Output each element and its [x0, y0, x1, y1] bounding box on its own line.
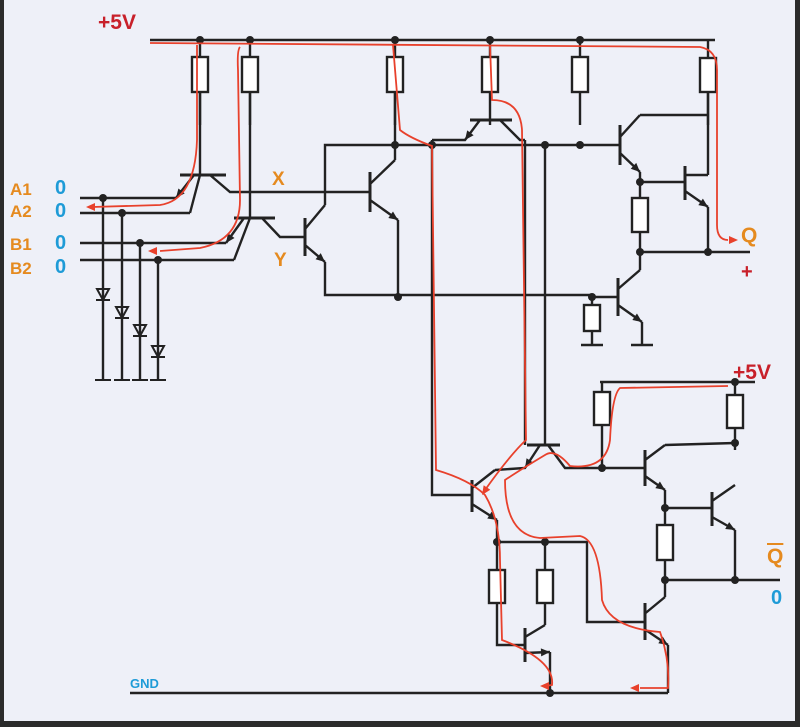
input-a1-label: A1	[10, 180, 32, 199]
current-arrow	[729, 236, 738, 244]
current-arrow	[630, 684, 639, 692]
current-arrow	[86, 203, 95, 211]
wire	[261, 217, 305, 239]
output-q-label: Q	[741, 224, 758, 247]
emitter-arrow	[388, 211, 398, 220]
current-path	[484, 44, 527, 491]
emitter-arrow	[540, 648, 550, 657]
emitter-arrow	[725, 522, 735, 530]
node-y-label: Y	[274, 250, 287, 271]
current-arrow	[482, 485, 491, 495]
junction-dot	[541, 141, 549, 149]
diode	[114, 306, 130, 321]
wire	[232, 217, 252, 261]
resistor	[698, 56, 718, 94]
input-a2-value: 0	[55, 200, 67, 222]
resistor	[725, 393, 745, 430]
resistor	[592, 390, 612, 427]
emitter-arrow	[632, 313, 642, 322]
input-b2-value: 0	[55, 256, 67, 278]
junction-dot	[576, 141, 584, 149]
resistor	[190, 55, 210, 94]
current-arrow	[148, 247, 157, 255]
input-b1-value: 0	[55, 232, 67, 254]
output-q-bar-label: Q	[767, 545, 784, 568]
wire	[499, 119, 525, 142]
wire	[497, 540, 645, 624]
resistor	[582, 303, 602, 333]
emitter-arrow	[698, 198, 708, 207]
input-a2-label: A2	[10, 202, 32, 221]
wire	[644, 596, 666, 615]
emitter-arrow	[226, 233, 235, 243]
frame-right	[795, 0, 800, 727]
resistor	[240, 55, 260, 94]
supply-top-label: +5V	[98, 11, 136, 34]
current-path	[392, 44, 553, 687]
resistor	[570, 55, 590, 94]
wire	[471, 469, 496, 489]
wire	[304, 204, 326, 230]
current-path	[504, 385, 729, 689]
wire	[323, 262, 590, 297]
ground-label: GND	[130, 676, 159, 691]
current-path	[149, 42, 729, 241]
frame-left	[0, 0, 4, 727]
node-x-label: X	[272, 169, 285, 190]
emitter-arrow	[655, 481, 665, 490]
wire	[644, 444, 666, 461]
current-path	[159, 46, 241, 252]
diode	[95, 288, 111, 303]
resistor	[655, 523, 675, 562]
resistor	[487, 568, 507, 605]
wire	[369, 159, 396, 185]
emitter-arrow	[176, 188, 185, 198]
wire	[209, 174, 370, 194]
input-b2-label: B2	[10, 259, 32, 278]
supply-bottom-label: +5V	[733, 361, 771, 384]
wire	[524, 623, 546, 639]
frame-bottom	[0, 721, 800, 727]
emitter-arrow	[315, 253, 325, 262]
wire	[711, 484, 736, 502]
output-q-bar-value: 0	[771, 587, 783, 609]
wire	[188, 174, 202, 214]
input-b1-label: B1	[10, 235, 32, 254]
wire	[617, 269, 641, 290]
wire	[432, 119, 481, 142]
wire	[664, 441, 736, 447]
current-path	[91, 45, 198, 208]
output-q-polarity: +	[741, 261, 753, 283]
emitter-arrow	[465, 130, 474, 140]
wire	[430, 140, 472, 497]
diode	[150, 345, 166, 360]
current-arrow	[540, 682, 549, 690]
resistor	[630, 196, 650, 234]
diode	[132, 324, 148, 339]
input-a1-value: 0	[55, 177, 67, 199]
wire	[619, 114, 641, 138]
wire	[547, 444, 645, 470]
resistor	[535, 568, 555, 605]
emitter-arrow	[630, 162, 640, 172]
